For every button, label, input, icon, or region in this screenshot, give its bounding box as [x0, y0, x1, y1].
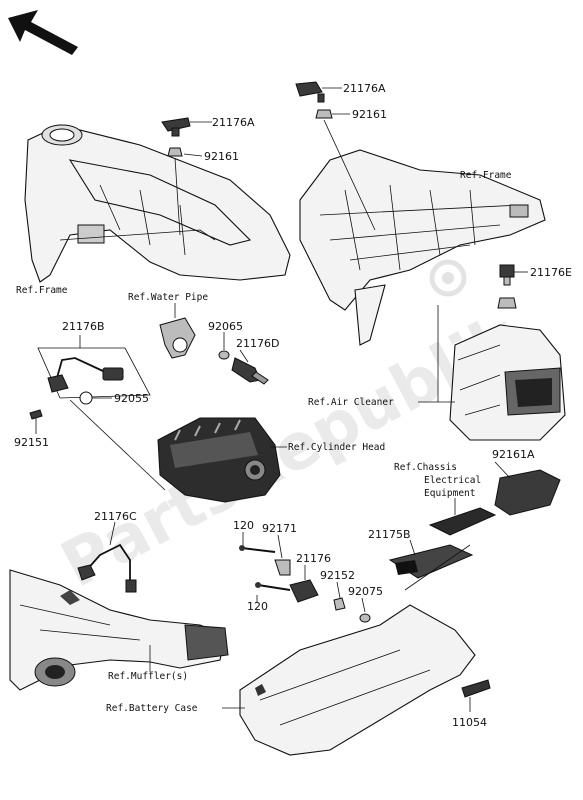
sensor-21176	[289, 579, 319, 603]
callout-21176: 21176	[296, 552, 331, 565]
callout-21176C: 21176C	[94, 510, 137, 523]
ref-frame-right: Ref.Frame	[460, 170, 512, 181]
air-cleaner	[449, 324, 566, 441]
left-frame	[24, 124, 291, 283]
water-pipe-fitting	[159, 317, 196, 359]
sensor-21176E	[497, 264, 517, 309]
right-frame	[299, 149, 546, 346]
washer-92065	[218, 350, 230, 360]
muffler	[9, 569, 229, 691]
ecu-21175B	[388, 544, 474, 579]
callout-21176B: 21176B	[62, 320, 105, 333]
sensor-21176A-right	[295, 81, 325, 103]
callout-92055: 92055	[114, 392, 149, 405]
grommet-92152	[333, 597, 346, 611]
ref-battery-case: Ref.Battery Case	[106, 703, 198, 714]
callout-21176D: 21176D	[236, 337, 279, 350]
chassis-electrical-unit	[428, 469, 561, 536]
washer-92161-right	[315, 109, 333, 119]
ref-chassis-line1: Ref.Chassis	[394, 462, 457, 473]
callout-92065: 92065	[208, 320, 243, 333]
washer-92161-left	[167, 147, 183, 157]
callout-92161A: 92161A	[492, 448, 535, 461]
bolt-120-top	[239, 545, 276, 553]
sensor-21176B	[37, 347, 151, 399]
callout-21175B: 21175B	[368, 528, 411, 541]
callout-120-top: 120	[233, 519, 254, 532]
callout-92161-left: 92161	[204, 150, 239, 163]
ref-frame-left: Ref.Frame	[16, 285, 68, 296]
collar-92075	[359, 613, 371, 623]
ref-chassis-line3: Equipment	[424, 488, 475, 499]
ref-air-cleaner: Ref.Air Cleaner	[308, 397, 394, 408]
sensor-21176C	[77, 543, 137, 593]
callout-21176A-left: 21176A	[212, 116, 255, 129]
ref-chassis-line2: Electrical	[424, 475, 481, 486]
callout-92161-right: 92161	[352, 108, 387, 121]
cylinder-head	[157, 417, 281, 503]
callout-11054: 11054	[452, 716, 487, 729]
bracket-92171	[274, 559, 291, 576]
callout-92152: 92152	[320, 569, 355, 582]
callout-21176E: 21176E	[530, 266, 572, 279]
sensor-21176A-left	[161, 117, 191, 137]
callout-92075: 92075	[348, 585, 383, 598]
callout-92151: 92151	[14, 436, 49, 449]
ref-cylinder-head: Ref.Cylinder Head	[288, 442, 385, 453]
o-ring-92055	[79, 391, 93, 405]
callout-21176A-right: 21176A	[343, 82, 386, 95]
bolt-92151	[29, 409, 43, 420]
sensor-21176D	[231, 357, 269, 385]
callout-120-bottom: 120	[247, 600, 268, 613]
ref-muffler: Ref.Muffler(s)	[108, 671, 188, 682]
ref-water-pipe: Ref.Water Pipe	[128, 292, 208, 303]
watermark-gear-icon	[429, 259, 467, 297]
front-arrow-icon	[8, 10, 78, 55]
bolt-120-bottom	[255, 582, 291, 591]
strap-11054	[461, 679, 491, 698]
battery-case	[239, 544, 476, 756]
callout-92171: 92171	[262, 522, 297, 535]
